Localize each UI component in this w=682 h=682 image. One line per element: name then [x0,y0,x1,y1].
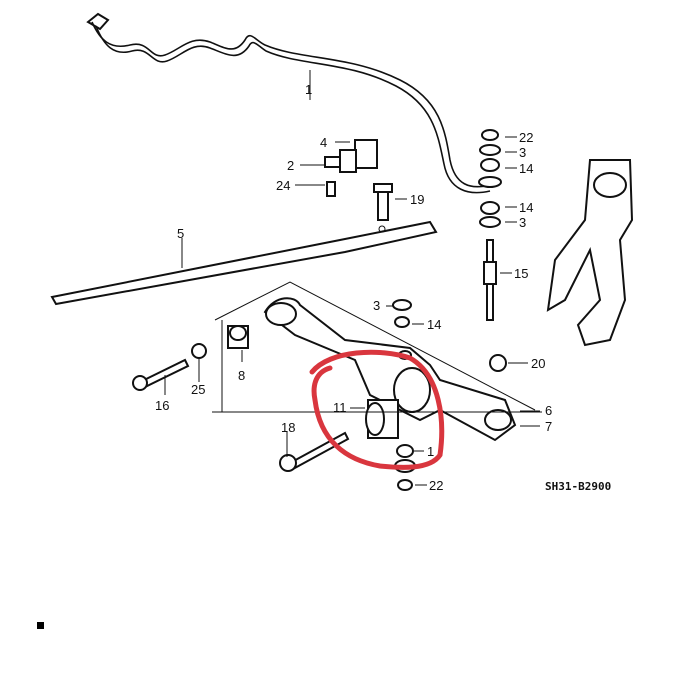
lower-control-arm [263,297,517,442]
highlight-circle [309,349,445,470]
label-11: 11 [333,400,347,415]
label-24: 24 [276,178,290,193]
label-1b: 1 [427,444,434,459]
label-8: 8 [238,368,245,383]
steering-knuckle [546,159,634,347]
leader-lines [164,70,542,486]
diagram-code: SH31-B2900 [545,480,611,493]
label-4: 4 [320,135,327,150]
label-22: 22 [519,130,533,145]
part-labels: 1 4 2 24 19 5 22 3 14 14 3 15 3 14 20 8 … [155,82,611,493]
label-14c: 14 [427,317,441,332]
label-7: 7 [545,419,552,434]
label-14: 14 [519,161,533,176]
label-22b: 22 [429,478,443,493]
bar-bushing-bracket [324,139,393,221]
label-5: 5 [177,226,184,241]
label-15: 15 [514,266,528,281]
label-19: 19 [410,192,424,207]
stabilizer-bar [86,12,491,194]
label-25: 25 [191,382,205,397]
label-3: 3 [519,145,526,160]
label-16: 16 [155,398,169,413]
label-20: 20 [531,356,545,371]
bullet-marker [37,622,44,629]
stabilizer-link [478,129,502,321]
label-14b: 14 [519,200,533,215]
label-3c: 3 [373,298,380,313]
label-18: 18 [281,420,295,435]
radius-rod [50,220,438,306]
label-3b: 3 [519,215,526,230]
label-2: 2 [287,158,294,173]
label-1: 1 [305,82,312,97]
label-6: 6 [545,403,552,418]
